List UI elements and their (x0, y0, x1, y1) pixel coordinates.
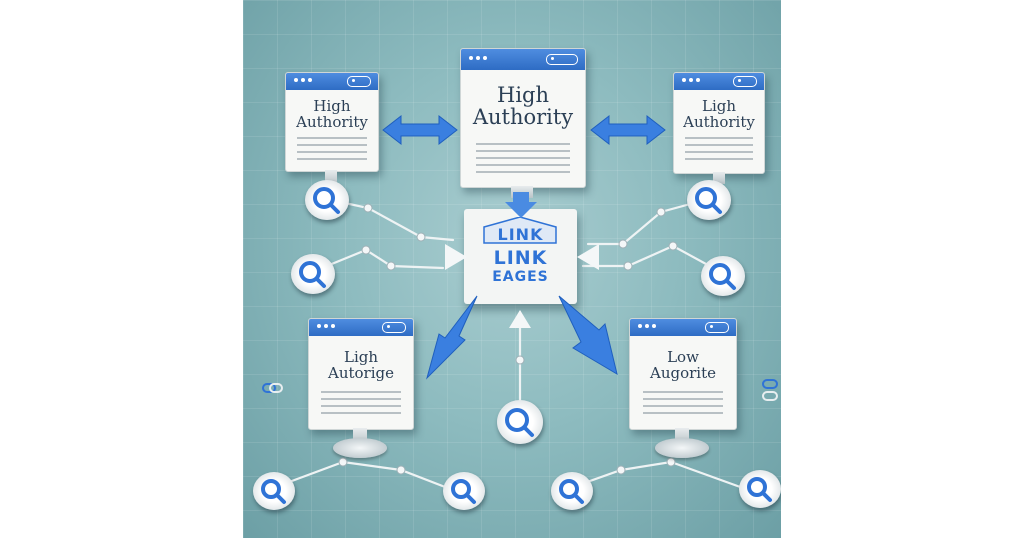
link-line (586, 198, 707, 246)
link-banner-icon (483, 217, 557, 244)
search-bar-icon (546, 54, 578, 65)
diagonal-arrow-icon (426, 295, 478, 380)
center-label-2: LINK (493, 247, 548, 269)
window-titlebar (630, 319, 736, 336)
page-title: Ligh Autorige (328, 348, 394, 382)
link-line (315, 248, 445, 272)
page-node-top-right[interactable]: Ligh Authority (673, 72, 765, 174)
center-label-3: EAGES (492, 269, 549, 285)
chain-link-icon (762, 379, 778, 401)
link-node (416, 232, 426, 242)
search-magnifier-icon (305, 180, 349, 220)
search-magnifier-icon (551, 472, 593, 510)
search-magnifier-icon (739, 470, 781, 508)
window-dots-icon (317, 324, 335, 328)
page-title: High Authority (472, 83, 574, 130)
link-node (618, 239, 628, 249)
window-dots-icon (682, 78, 700, 82)
text-lines (642, 391, 724, 419)
page-title: High Authority (296, 97, 368, 131)
monitor-base (655, 438, 709, 458)
search-magnifier-icon (687, 180, 731, 220)
window-titlebar (461, 49, 585, 70)
link-node (616, 465, 626, 475)
page-node-top-left[interactable]: High Authority (285, 72, 379, 172)
chain-link-icon (262, 383, 283, 393)
link-line (581, 244, 719, 272)
page-node-bottom-right[interactable]: Low Augorite (629, 318, 737, 430)
window-titlebar (286, 73, 378, 90)
monitor-base (333, 438, 387, 458)
text-lines (297, 137, 367, 165)
window-dots-icon (294, 78, 312, 82)
double-arrow-icon (382, 114, 458, 146)
window-titlebar (309, 319, 413, 336)
link-line (329, 198, 455, 242)
text-lines (475, 143, 571, 178)
search-bar-icon (347, 76, 371, 87)
link-node (668, 241, 678, 251)
right-arrow-icon (445, 244, 467, 270)
down-arrow-icon (505, 192, 537, 218)
search-magnifier-icon (701, 256, 745, 296)
page-node-top-center[interactable]: High Authority (460, 48, 586, 188)
link-node (361, 245, 371, 255)
left-arrow-icon (577, 244, 599, 270)
page-node-bottom-left[interactable]: Ligh Autorige (308, 318, 414, 430)
link-node (396, 465, 406, 475)
diagram-canvas: High Authority High Authority Ligh Autho… (243, 0, 781, 538)
center-link-node[interactable]: LINK LINK EAGES (464, 209, 577, 304)
search-bar-icon (705, 322, 729, 333)
link-node (515, 355, 525, 365)
window-dots-icon (638, 324, 656, 328)
link-node (386, 261, 396, 271)
window-dots-icon (469, 56, 487, 60)
diagonal-arrow-icon (558, 295, 618, 376)
link-node (338, 457, 348, 467)
text-lines (684, 137, 754, 165)
search-bar-icon (382, 322, 406, 333)
search-magnifier-icon (253, 472, 295, 510)
up-arrow-icon (509, 310, 531, 328)
window-titlebar (674, 73, 764, 90)
center-label-1: LINK (497, 225, 544, 244)
double-arrow-icon (590, 114, 666, 146)
search-magnifier-icon (443, 472, 485, 510)
link-node (666, 457, 676, 467)
link-line (271, 460, 460, 494)
link-node (656, 207, 666, 217)
page-title: Low Augorite (650, 348, 716, 382)
link-node (623, 261, 633, 271)
search-magnifier-icon (497, 400, 543, 444)
text-lines (321, 391, 401, 419)
search-bar-icon (733, 76, 757, 87)
link-node (363, 203, 373, 213)
search-magnifier-icon (291, 254, 335, 294)
page-title: Ligh Authority (683, 97, 755, 131)
